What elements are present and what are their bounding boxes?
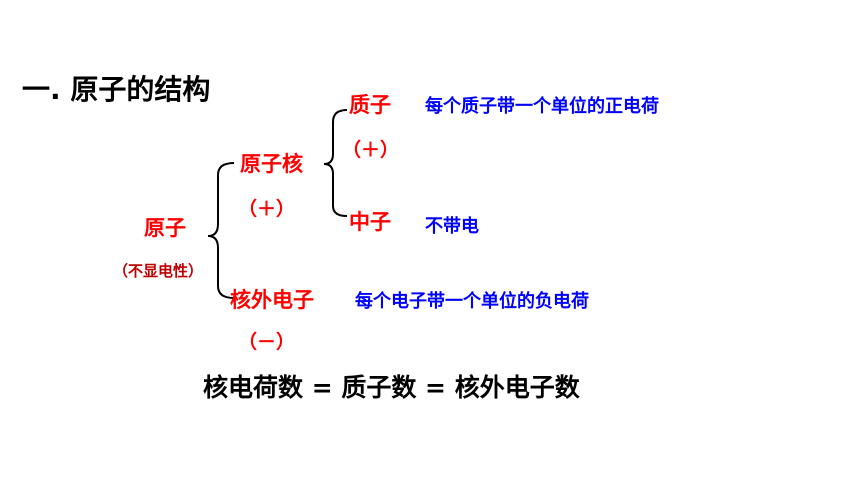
nucleus-charge: （＋） xyxy=(238,198,296,220)
atom-note: （不显电性） xyxy=(113,262,204,280)
electron-description: 每个电子带一个单位的负电荷 xyxy=(355,291,589,312)
page-title: 一. 原子的结构 xyxy=(22,73,211,106)
nucleus-brace xyxy=(323,109,348,217)
nucleus-label: 原子核 xyxy=(240,152,303,176)
neutron-label: 中子 xyxy=(349,210,391,234)
proton-description: 每个质子带一个单位的正电荷 xyxy=(425,96,659,117)
proton-charge: （＋） xyxy=(342,139,400,161)
proton-label: 质子 xyxy=(349,93,391,117)
atom-brace xyxy=(207,162,235,299)
atom-label: 原子 xyxy=(144,216,186,240)
charge-equation: 核电荷数 = 质子数 = 核外电子数 xyxy=(203,373,580,402)
neutron-description: 不带电 xyxy=(425,216,479,237)
electron-charge: （－） xyxy=(238,331,296,353)
electron-label: 核外电子 xyxy=(230,288,314,312)
